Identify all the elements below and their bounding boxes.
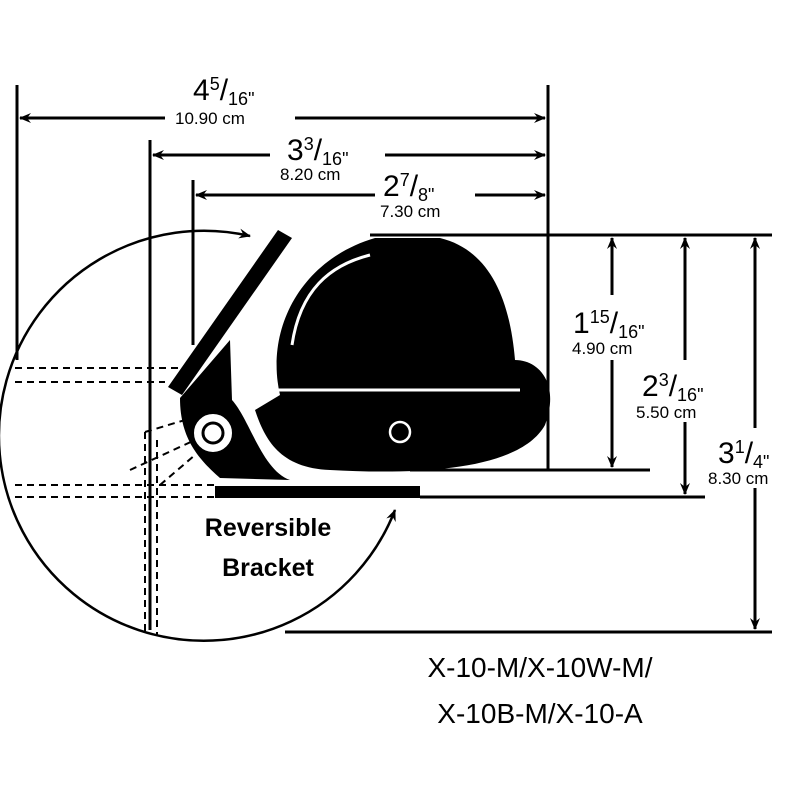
callout-line2: Bracket (222, 554, 314, 582)
svg-text:8.30 cm: 8.30 cm (708, 469, 768, 488)
dome-height-label: 115/16" 4.90 cm (572, 307, 644, 358)
body-width-label: 33/16" 8.20 cm (280, 134, 348, 184)
svg-text:31/4": 31/4" (718, 437, 769, 472)
svg-text:45/16": 45/16" (193, 74, 254, 109)
pivot-knob-icon (201, 421, 225, 445)
reversible-bracket (168, 230, 420, 498)
model-names-line1: X-10-M/X-10W-M/ (427, 652, 652, 683)
svg-text:4.90 cm: 4.90 cm (572, 339, 632, 358)
dashed-bracket-outline (15, 367, 215, 635)
svg-text:7.30 cm: 7.30 cm (380, 202, 440, 221)
body-height-label: 23/16" 5.50 cm (636, 370, 703, 422)
dome-width-label: 27/8" 7.30 cm (380, 170, 440, 221)
svg-text:10.90 cm: 10.90 cm (175, 109, 245, 128)
bracket-base (215, 486, 420, 498)
rotation-arc (0, 228, 397, 642)
svg-text:115/16": 115/16" (573, 307, 644, 342)
svg-text:27/8": 27/8" (383, 170, 434, 205)
svg-text:23/16": 23/16" (642, 370, 703, 405)
svg-text:33/16": 33/16" (287, 134, 348, 169)
callout-line1: Reversible (205, 514, 332, 542)
extension-lines (15, 85, 772, 634)
overall-width-label: 45/16" 10.90 cm (175, 74, 254, 128)
svg-text:8.20 cm: 8.20 cm (280, 165, 340, 184)
svg-text:5.50 cm: 5.50 cm (636, 403, 696, 422)
screw-icon (388, 420, 412, 444)
overall-height-label: 31/4" 8.30 cm (708, 437, 769, 488)
compass-body (240, 238, 551, 472)
model-names-line2: X-10B-M/X-10-A (437, 698, 643, 729)
